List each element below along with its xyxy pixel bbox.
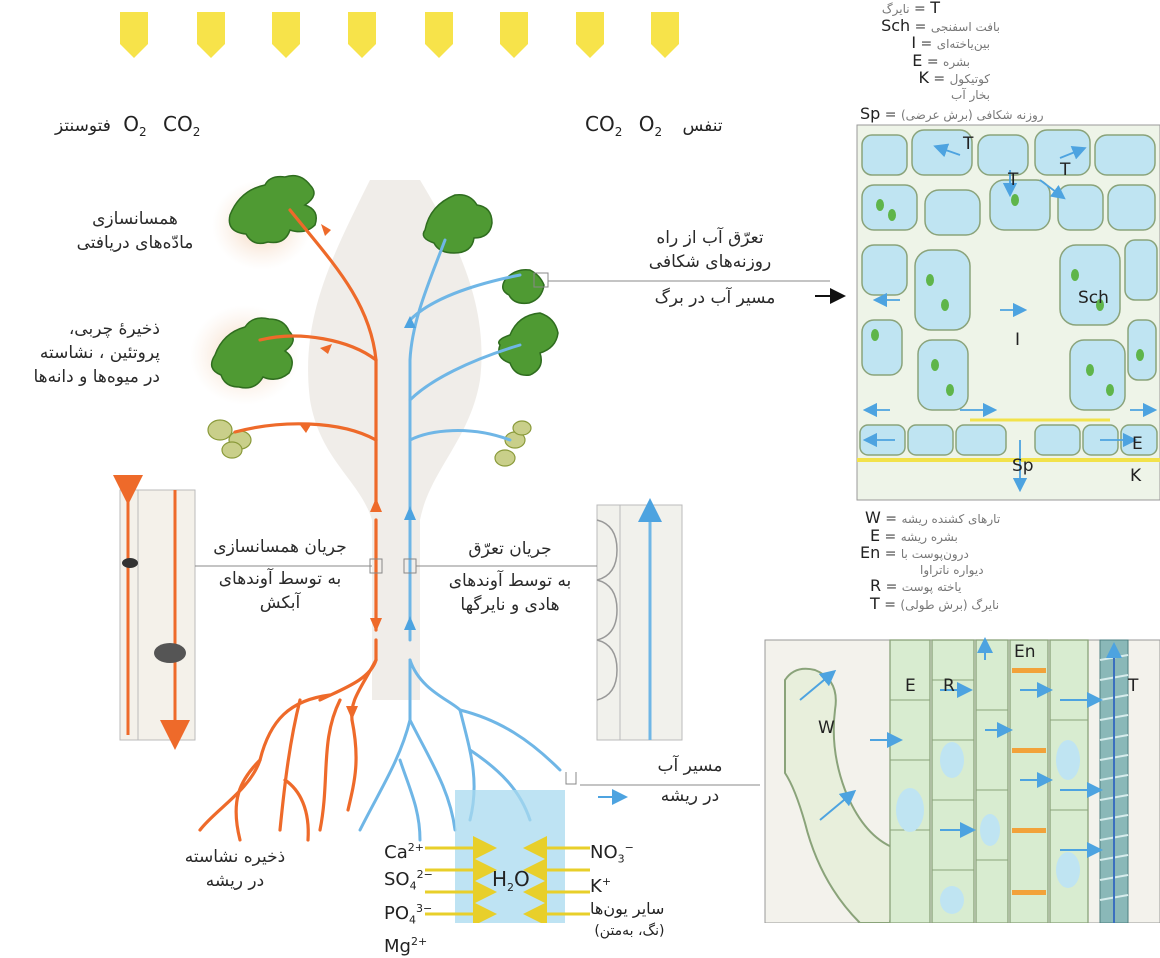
cell-label-T: T [1060,160,1070,180]
storage-root-label: ذخیره نشاسته در ریشه [160,845,310,893]
leaf-water-path-label: مسیر آب در برگ [630,286,800,310]
legend-item-stomata: Sp = روزنه شکافی (برش عرضی) [860,106,1044,124]
leaf-legend: نایرگ = T Sch = بافت اسفنجی I = بین‌یاخت… [820,0,1000,103]
plant-silhouette [308,180,482,700]
cell-label-T: T [1128,676,1138,696]
cell-label-En: En [1014,642,1036,662]
water-label: H2O [492,868,530,899]
assimilate-label: همسانسازی مادّه‌های دریافتی [60,207,210,255]
cell-label-E: E [905,676,916,696]
phloem-flow-label: جریان همسانسازی به توسط آوندهای آبکش [190,535,370,615]
sun-ray [348,12,376,58]
sun-ray [500,12,528,58]
legend-item: En = درون‌پوست با [840,545,1040,563]
photosynthesis-gases: فتوسنتز O2 CO2 [55,112,200,139]
leaf-right-2 [499,313,558,375]
cell-label-E: E [1132,434,1143,454]
legend-item: Sch = بافت اسفنجی [820,18,1000,36]
legend-item: I = بین‌یاخته‌ای [820,35,1000,53]
root-legend: W = تارهای کشنده ریشه E = بشره ریشه En =… [840,510,1040,613]
respiration-gases: CO2 O2 تنفس [585,112,723,139]
sun-ray [425,12,453,58]
cell-label-W: W [818,718,835,738]
legend-item: T = نایرگ (برش طولی) [840,596,1040,614]
cell-label-I: I [1015,330,1020,350]
sun-ray [120,12,148,58]
respiration-label: تنفس [682,116,722,136]
legend-item: K = کوتیکول [820,70,1000,88]
legend-item: E = بشره [820,53,1000,71]
transpiration-stomata-label: تعرّق آب از راه روزنه‌های شکافی [620,226,800,274]
photosynthesis-label: فتوسنتز [55,116,111,136]
sun-ray [576,12,604,58]
water-region [455,790,565,923]
ion-list-right: NO3− K+ سایر یون‌ها (نگ، به‌متن) [590,837,664,942]
sun-rays [120,12,679,58]
cell-label-K: K [1130,466,1141,486]
xylem-detail [597,505,682,740]
root-water-path-label: مسیر آب در ریشه [620,754,760,808]
sun-ray [197,12,225,58]
xylem-flow-label: جریان تعرّق به توسط آوندهای هادی و نایرگ… [425,537,595,617]
root-section [765,640,1160,923]
phloem-detail [120,490,195,740]
cell-label-T: T [1008,170,1018,190]
sun-ray [651,12,679,58]
sun-ray [272,12,300,58]
cell-label-R: R [943,676,955,696]
cell-label-Sch: Sch [1078,288,1109,308]
cell-label-T: T [963,134,973,154]
cell-label-Sp: Sp [1012,456,1034,476]
ion-list-left: Ca2+ SO42− PO43− Mg2+ [384,837,424,958]
storage-fruits-label: ذخیرهٔ چربی، پروتئین ، نشاسته در میوه‌ها… [10,317,160,389]
legend-item: بخار آب [820,88,1000,104]
